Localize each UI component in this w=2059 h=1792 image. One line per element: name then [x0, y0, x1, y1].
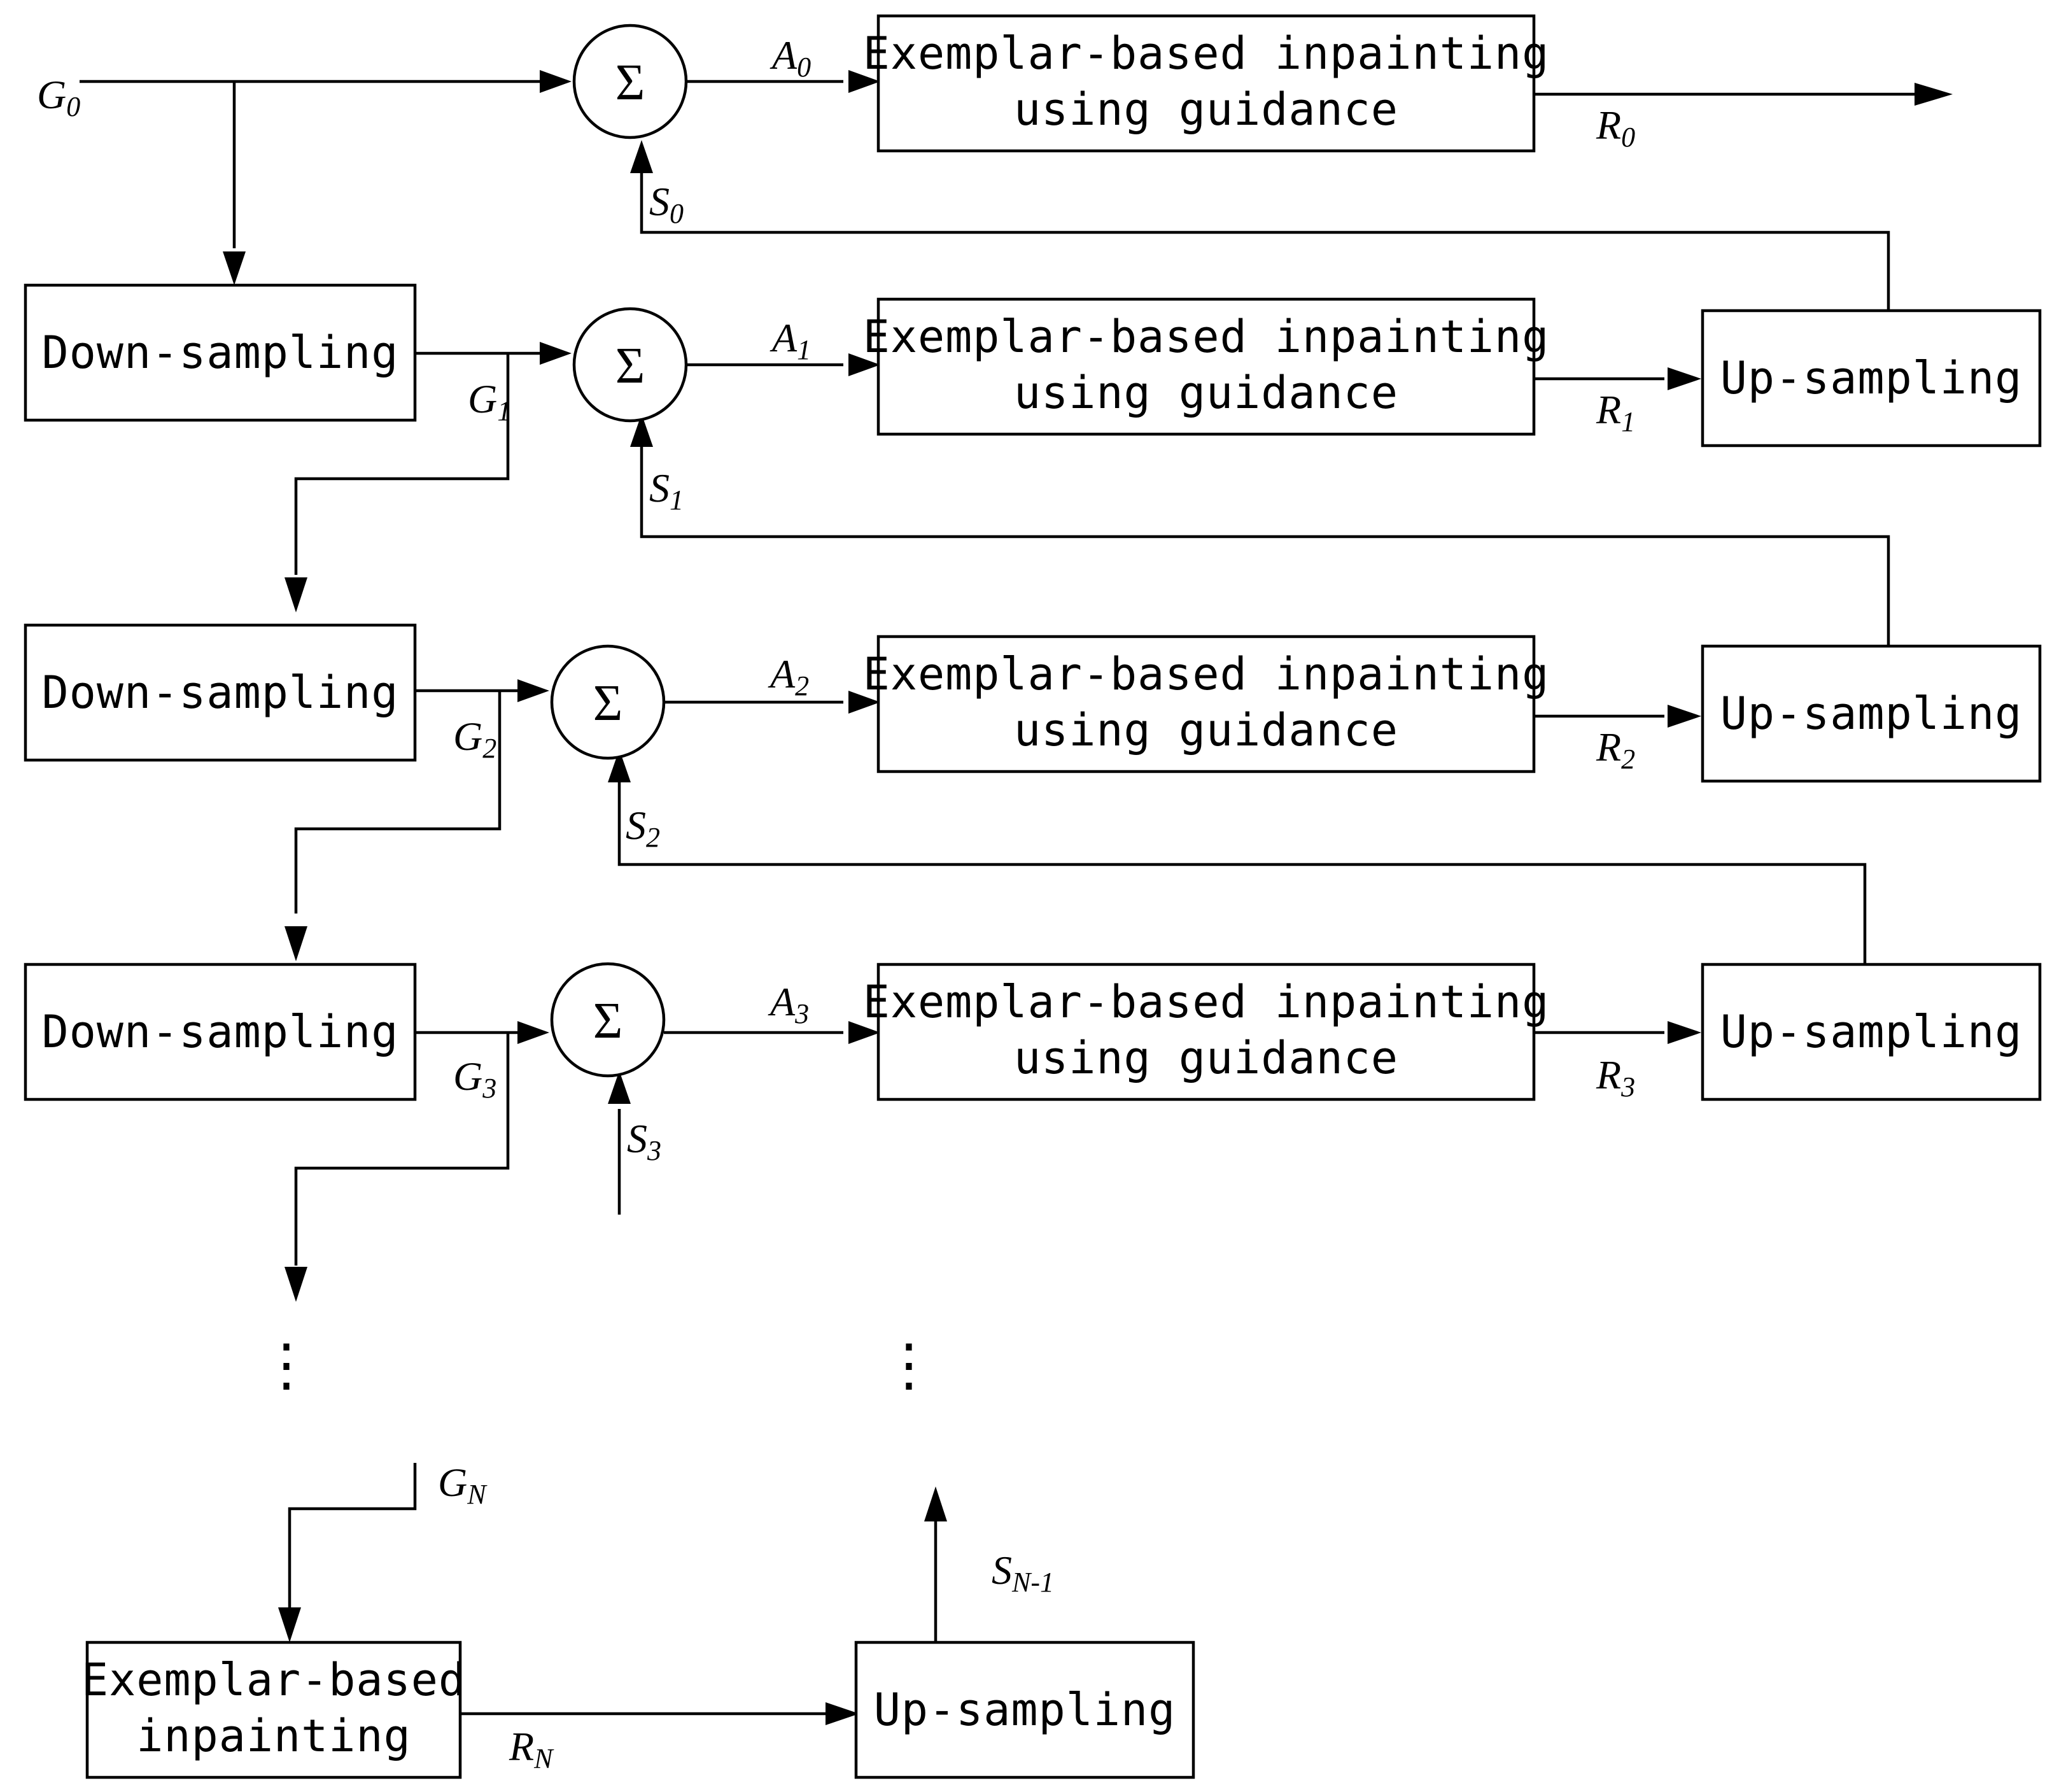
- label-r2: R2: [1596, 724, 1635, 775]
- label-s0: S0: [649, 179, 684, 229]
- label-rn: RN: [509, 1724, 554, 1774]
- arrow-head-s1: [630, 414, 653, 447]
- upsampling-block-3: Up-sampling: [1701, 963, 2042, 1101]
- arrow-head-s2: [608, 749, 631, 782]
- arrow-head-sn1: [924, 1486, 947, 1521]
- block-label: Up-sampling: [1720, 1006, 2023, 1058]
- block-label-line2: using guidance: [1014, 1032, 1398, 1084]
- label-g1: G1: [468, 376, 511, 427]
- sum-node-1: Σ: [572, 307, 688, 423]
- arrow-head-g3-sum3: [517, 1021, 549, 1044]
- label-s1: S1: [649, 465, 684, 516]
- label-g0: G0: [37, 72, 80, 122]
- arrow-head-g2-sum2: [517, 679, 549, 702]
- label-sn1: SN-1: [992, 1548, 1054, 1598]
- sum-node-0: Σ: [572, 24, 688, 139]
- arrow-head-g0-sum0: [540, 70, 572, 93]
- arrow-head-a0: [848, 70, 880, 93]
- label-g3: G3: [453, 1054, 496, 1104]
- label-r3: R3: [1596, 1052, 1635, 1103]
- downsampling-block-2: Down-sampling: [24, 623, 417, 762]
- label-a1: A1: [769, 315, 811, 365]
- arrow-head-s3: [608, 1071, 631, 1104]
- label-a2: A2: [768, 651, 809, 702]
- label-r1: R1: [1596, 387, 1635, 437]
- arrow-head-g3-down: [285, 1267, 307, 1302]
- ellipsis-left: ⋮: [258, 1334, 315, 1397]
- inpainting-guided-block-2: Exemplar-based inpainting using guidance: [863, 635, 1550, 773]
- connection-lines: [80, 80, 1916, 1716]
- block-label-line1: Exemplar-based inpainting: [863, 311, 1550, 363]
- sum-symbol: Σ: [615, 55, 645, 111]
- label-a3: A3: [768, 979, 809, 1029]
- block-label-line2: using guidance: [1014, 83, 1398, 136]
- arrow-head-rn: [826, 1702, 859, 1725]
- arrow-head-g1-down2: [285, 577, 307, 612]
- block-label-line1: Exemplar-based inpainting: [863, 648, 1550, 700]
- arrow-heads: [223, 70, 1953, 1725]
- arrow-head-r1: [1668, 367, 1701, 390]
- arrow-head-g0-down1: [223, 251, 246, 285]
- sum-symbol: Σ: [615, 338, 645, 394]
- inpainting-plain-block-n: Exemplar-based inpainting: [81, 1640, 466, 1779]
- upsampling-block-n: Up-sampling: [854, 1640, 1195, 1779]
- inpainting-guided-block-0: Exemplar-based inpainting using guidance: [863, 14, 1550, 153]
- arrow-head-r2: [1668, 705, 1701, 728]
- downsampling-block-1: Down-sampling: [24, 283, 417, 422]
- block-label-line1: Exemplar-based: [81, 1654, 466, 1706]
- upsampling-block-2: Up-sampling: [1701, 644, 2042, 783]
- arrow-head-r3: [1668, 1021, 1701, 1044]
- block-label-line1: Exemplar-based inpainting: [863, 976, 1550, 1028]
- block-label-line2: using guidance: [1014, 367, 1398, 419]
- block-label-line2: inpainting: [136, 1710, 411, 1762]
- sum-symbol: Σ: [593, 675, 623, 731]
- arrow-head-gn: [278, 1607, 301, 1642]
- arrow-head-a3: [848, 1021, 880, 1044]
- arrow-head-a2: [848, 691, 880, 714]
- sum-node-2: Σ: [550, 644, 666, 760]
- block-label: Up-sampling: [874, 1684, 1176, 1736]
- label-gn: GN: [438, 1460, 488, 1510]
- block-label: Down-sampling: [42, 327, 399, 379]
- block-label: Down-sampling: [42, 667, 399, 719]
- label-r0: R0: [1596, 102, 1635, 153]
- label-s3: S3: [627, 1116, 661, 1166]
- signal-labels: G0 A0 R0 S0 G1 A1 R1 S1 G2 A2 R2 S2 G3 A…: [37, 32, 1635, 1774]
- label-a0: A0: [769, 32, 811, 83]
- block-label-line2: using guidance: [1014, 704, 1398, 756]
- arrow-head-g1-sum1: [540, 342, 572, 365]
- label-g2: G2: [453, 714, 496, 764]
- arrow-head-a1: [848, 353, 880, 376]
- inpainting-guided-block-3: Exemplar-based inpainting using guidance: [863, 963, 1550, 1101]
- block-label: Up-sampling: [1720, 352, 2023, 404]
- downsampling-block-3: Down-sampling: [24, 963, 417, 1101]
- arrow-head-r0-out: [1915, 83, 1953, 106]
- upsampling-block-1: Up-sampling: [1701, 309, 2042, 448]
- block-label: Down-sampling: [42, 1006, 399, 1058]
- sum-symbol: Σ: [593, 993, 623, 1049]
- arrow-head-g2-down3: [285, 926, 307, 961]
- block-label: Up-sampling: [1720, 688, 2023, 740]
- label-s2: S2: [626, 803, 660, 853]
- sum-node-3: Σ: [550, 962, 666, 1078]
- block-label-line1: Exemplar-based inpainting: [863, 27, 1550, 80]
- ellipsis-center: ⋮: [880, 1334, 938, 1397]
- arrow-head-s0: [630, 140, 653, 173]
- inpainting-guided-block-1: Exemplar-based inpainting using guidance: [863, 297, 1550, 436]
